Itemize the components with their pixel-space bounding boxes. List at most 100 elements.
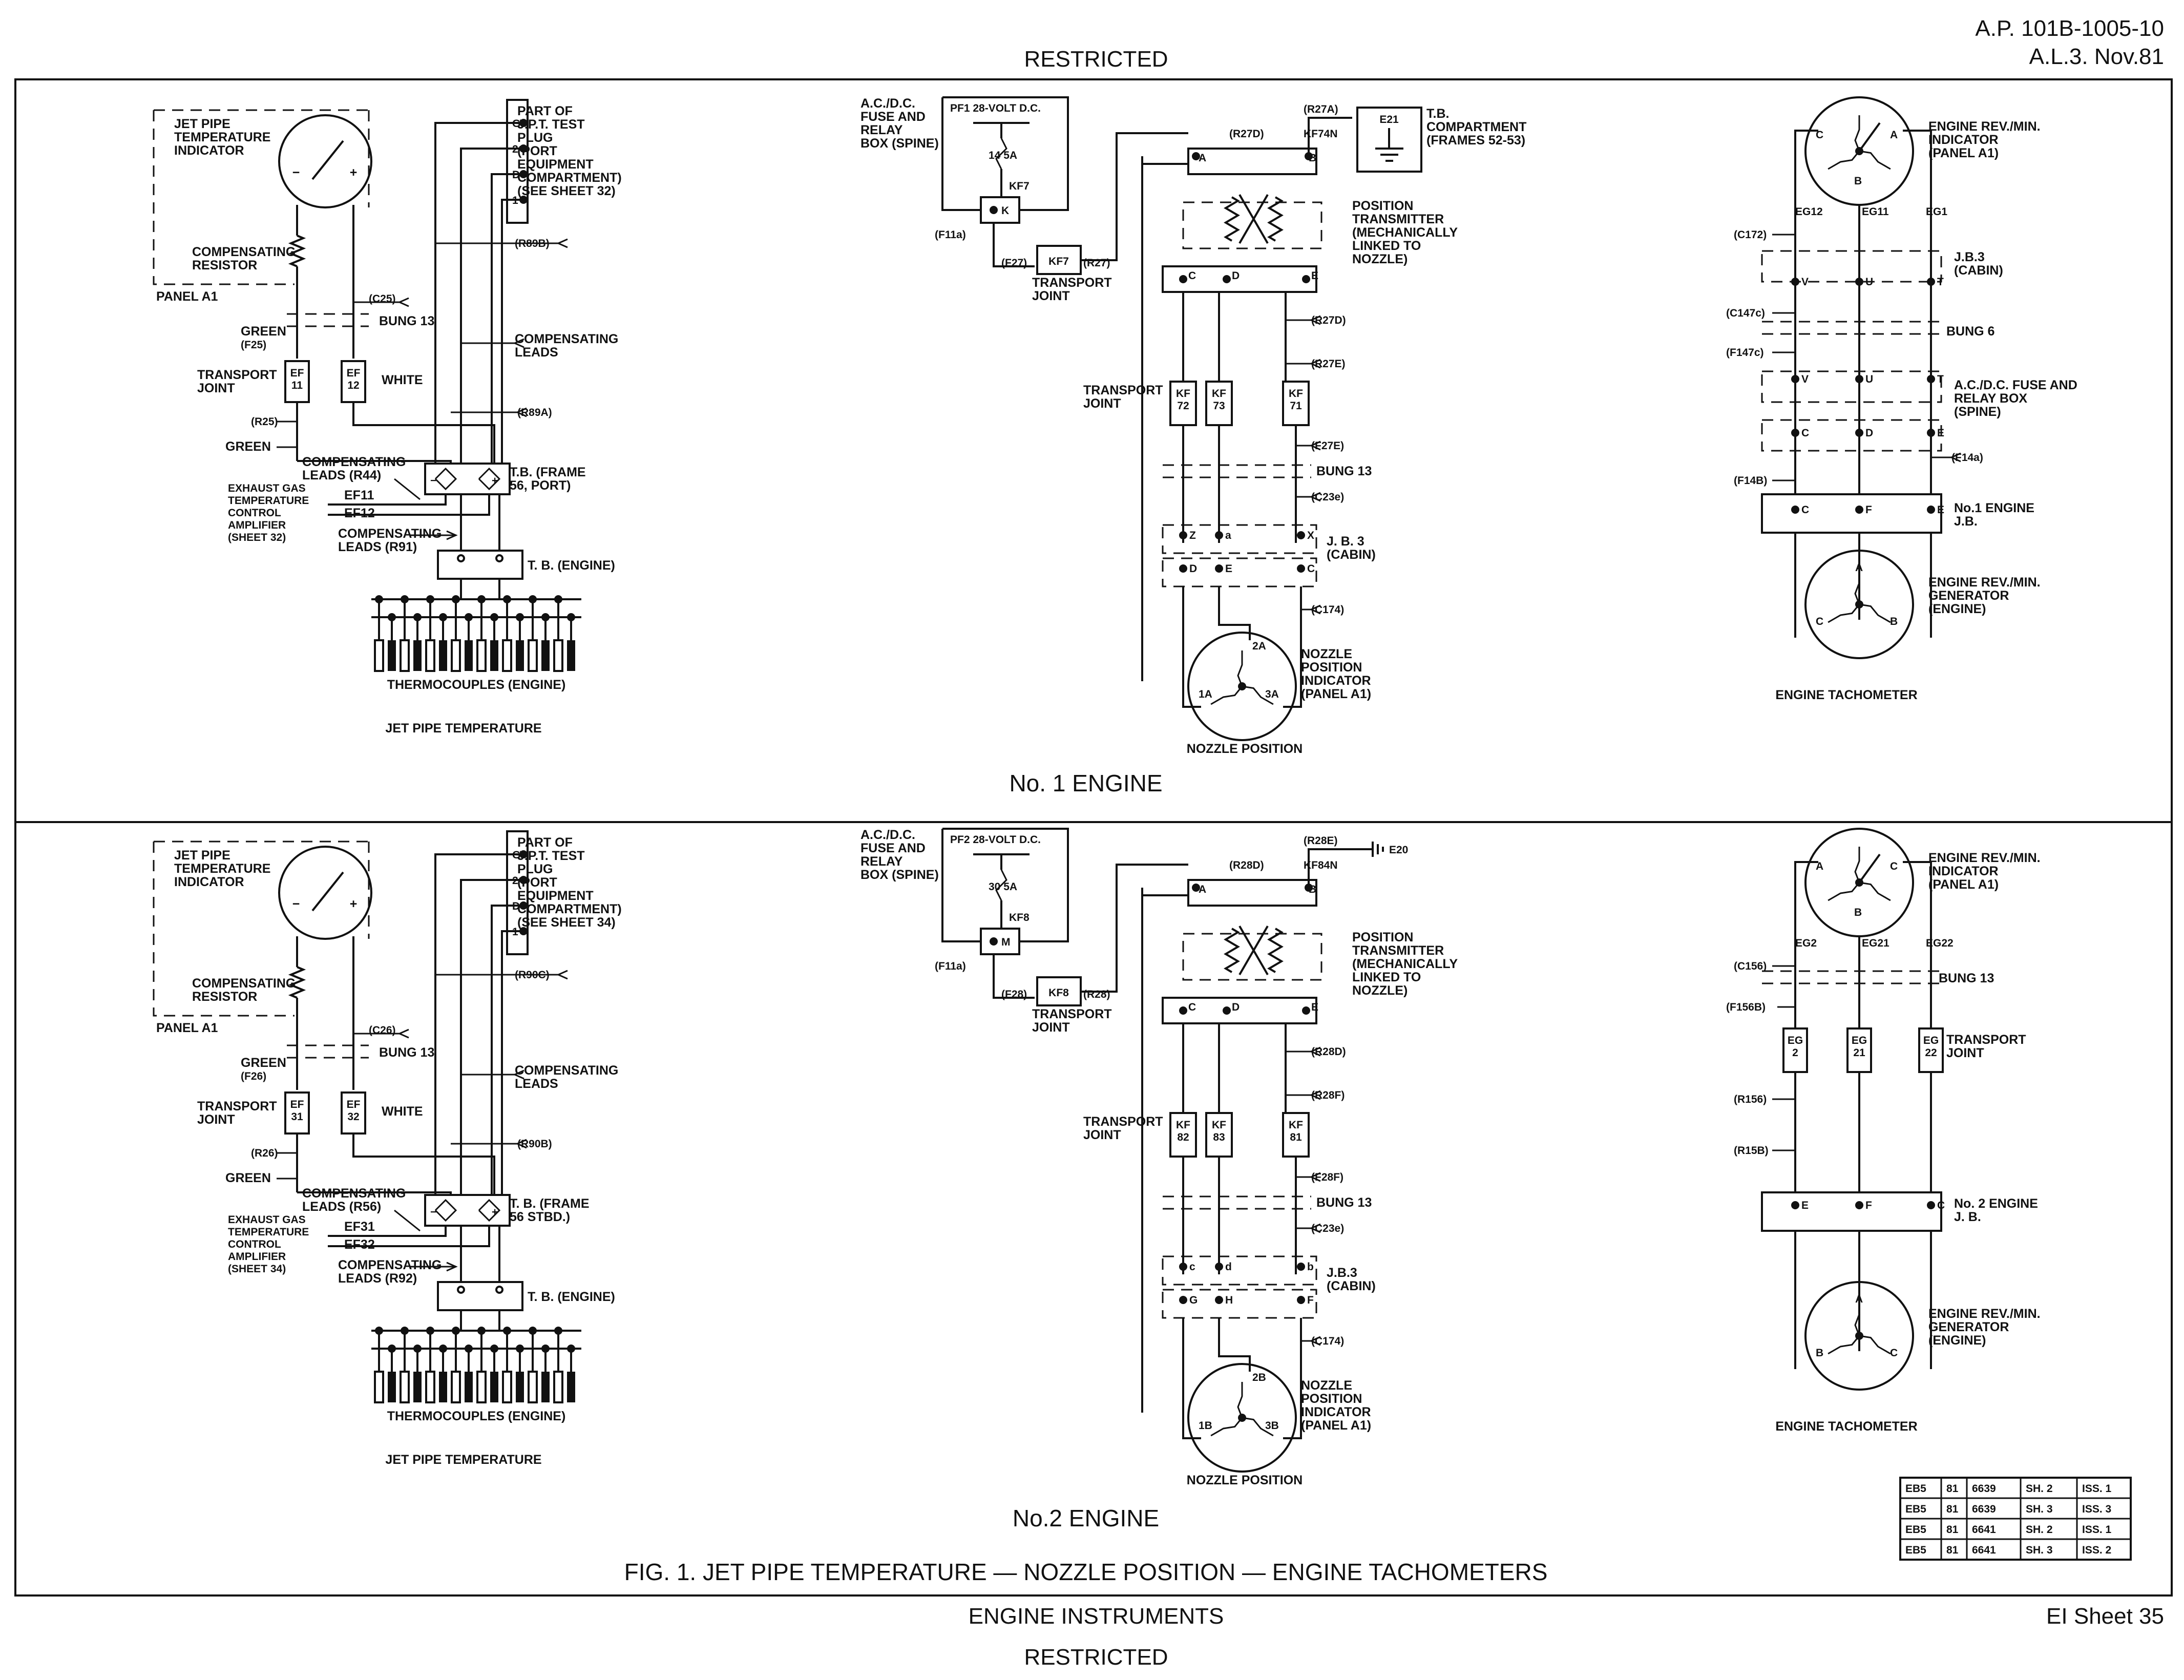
transport-joint-label-line: TRANSPORT: [197, 368, 277, 382]
winding-leg: [1859, 150, 1891, 170]
pin-label: D: [1232, 270, 1240, 282]
nozzle-indicator-dial: [1187, 1363, 1297, 1473]
fuse-box-top: [1761, 370, 1942, 403]
tb-engine-label: T. B. (ENGINE): [528, 558, 615, 573]
comp-leads-a-label-line: LEADS (R56): [302, 1200, 381, 1214]
pin-label: U: [1865, 373, 1873, 385]
eg-block-label-line: EG: [1852, 1035, 1867, 1046]
pin: [1297, 1296, 1305, 1304]
test-plug-label-line: COMPARTMENT): [517, 171, 622, 185]
pin-label: 1B: [1199, 1420, 1212, 1432]
jpt-caption: JET PIPE TEMPERATURE: [385, 1453, 541, 1467]
engine-jb: [1761, 493, 1942, 534]
tacho-caption: ENGINE TACHOMETER: [1775, 688, 1917, 702]
pf-label: PF2 28-VOLT D.C.: [950, 834, 1041, 846]
winding-leg: [1242, 685, 1274, 705]
transmitter-resistor: [1224, 928, 1240, 973]
fuse-box-label-line: RELAY: [860, 854, 903, 869]
kf-joint-label: KF7: [1048, 256, 1069, 267]
nozzle-indicator-label-line: INDICATOR: [1301, 674, 1371, 688]
pin-label: C: [1816, 129, 1823, 141]
wire: [491, 173, 523, 479]
nozzle-indicator-label-line: (PANEL A1): [1301, 1418, 1371, 1433]
pin-label: E: [1937, 504, 1944, 516]
wire: [328, 494, 490, 516]
pin: [1302, 1006, 1310, 1015]
ef-left-label-line: EF: [290, 367, 304, 379]
egt-wire-label: EF32: [344, 1237, 375, 1252]
winding-leg: [1242, 1417, 1274, 1437]
jpt-indicator-label-line: INDICATOR: [174, 875, 244, 889]
egt-wire-label: EF12: [344, 506, 375, 520]
engine-1-section: JET PIPETEMPERATUREINDICATOR−+COMPENSATI…: [153, 96, 2077, 756]
wire: [434, 122, 523, 479]
tacho-indicator-label: ENGINE REV./MIN.INDICATOR(PANEL A1): [1928, 851, 2041, 892]
tacho-needle: [1858, 122, 1881, 152]
ef-left-label-line: 31: [291, 1111, 303, 1123]
transmitter-label-line: NOZZLE): [1352, 983, 1408, 998]
compensating-resistor-label-line: COMPENSATING: [192, 245, 296, 259]
jpt-indicator-label-line: TEMPERATURE: [174, 862, 270, 876]
pin-label: 3A: [1265, 688, 1279, 700]
arrowhead: [1309, 315, 1321, 325]
wire: [1283, 1341, 1302, 1439]
engine-2-title: No.2 ENGINE: [1013, 1505, 1159, 1531]
tb-terminal: [457, 1286, 465, 1294]
pin: [1215, 531, 1223, 539]
kf-terminal-block: [1169, 381, 1197, 426]
pin-label: Z: [1189, 530, 1196, 541]
eg-block-label: EG2: [1788, 1035, 1803, 1059]
kf-block-label-line: KF: [1212, 1119, 1226, 1131]
ef-left-label: EF31: [290, 1099, 304, 1123]
test-plug-label-line: J.P.T. TEST: [517, 117, 585, 132]
transport-joint-label-line: JOINT: [1032, 289, 1070, 303]
test-plug-label-line: PART OF: [517, 104, 573, 118]
ef-left-label-line: EF: [290, 1099, 304, 1110]
wire-label: EG2: [1795, 937, 1817, 949]
winding-leg: [1859, 881, 1891, 901]
nozzle-indicator-label-line: POSITION: [1301, 660, 1362, 675]
comp-leads-b-label-line: COMPENSATING: [338, 527, 442, 541]
winding-leg: [1859, 603, 1891, 623]
ef-right-label: EF12: [347, 367, 361, 391]
engine-jb: [1761, 1191, 1942, 1232]
cable-label: (R90B): [517, 1138, 552, 1150]
cable-label: (R27D): [1311, 314, 1346, 326]
wire: [1182, 1341, 1201, 1439]
egt-amplifier-label-line: EXHAUST GAS: [228, 1214, 306, 1226]
compensating-resistor-label-line: RESISTOR: [192, 258, 257, 272]
wire: [352, 402, 495, 479]
cable-label: (R28F): [1311, 1089, 1345, 1101]
plus-terminal: +: [350, 165, 358, 180]
transmitter-resistor: [1267, 196, 1284, 242]
pin-label: C: [1307, 563, 1315, 575]
kf-block-label-line: 81: [1290, 1131, 1302, 1143]
tb-engine-block: [437, 1281, 523, 1311]
fuse-box-label-line: RELAY BOX: [1954, 391, 2027, 406]
pin: [1215, 564, 1223, 573]
pin: [1791, 375, 1799, 383]
thermocouple-element: [567, 1372, 575, 1402]
wire: [1308, 848, 1352, 888]
thermocouple-element: [425, 639, 435, 672]
pin: [1855, 278, 1863, 286]
winding-leg: [1237, 650, 1243, 687]
wire: [394, 478, 421, 500]
transport-joint-label-line: JOINT: [197, 1112, 235, 1127]
pin-label: b: [1307, 1261, 1314, 1273]
test-plug-label-line: EQUIPMENT: [517, 157, 594, 172]
jpt-indicator-dial: [278, 846, 372, 940]
arrowhead: [513, 1069, 524, 1080]
thermocouple-element: [553, 1371, 563, 1403]
wire-label: EG22: [1926, 937, 1954, 949]
pin-label: X: [1307, 530, 1314, 541]
